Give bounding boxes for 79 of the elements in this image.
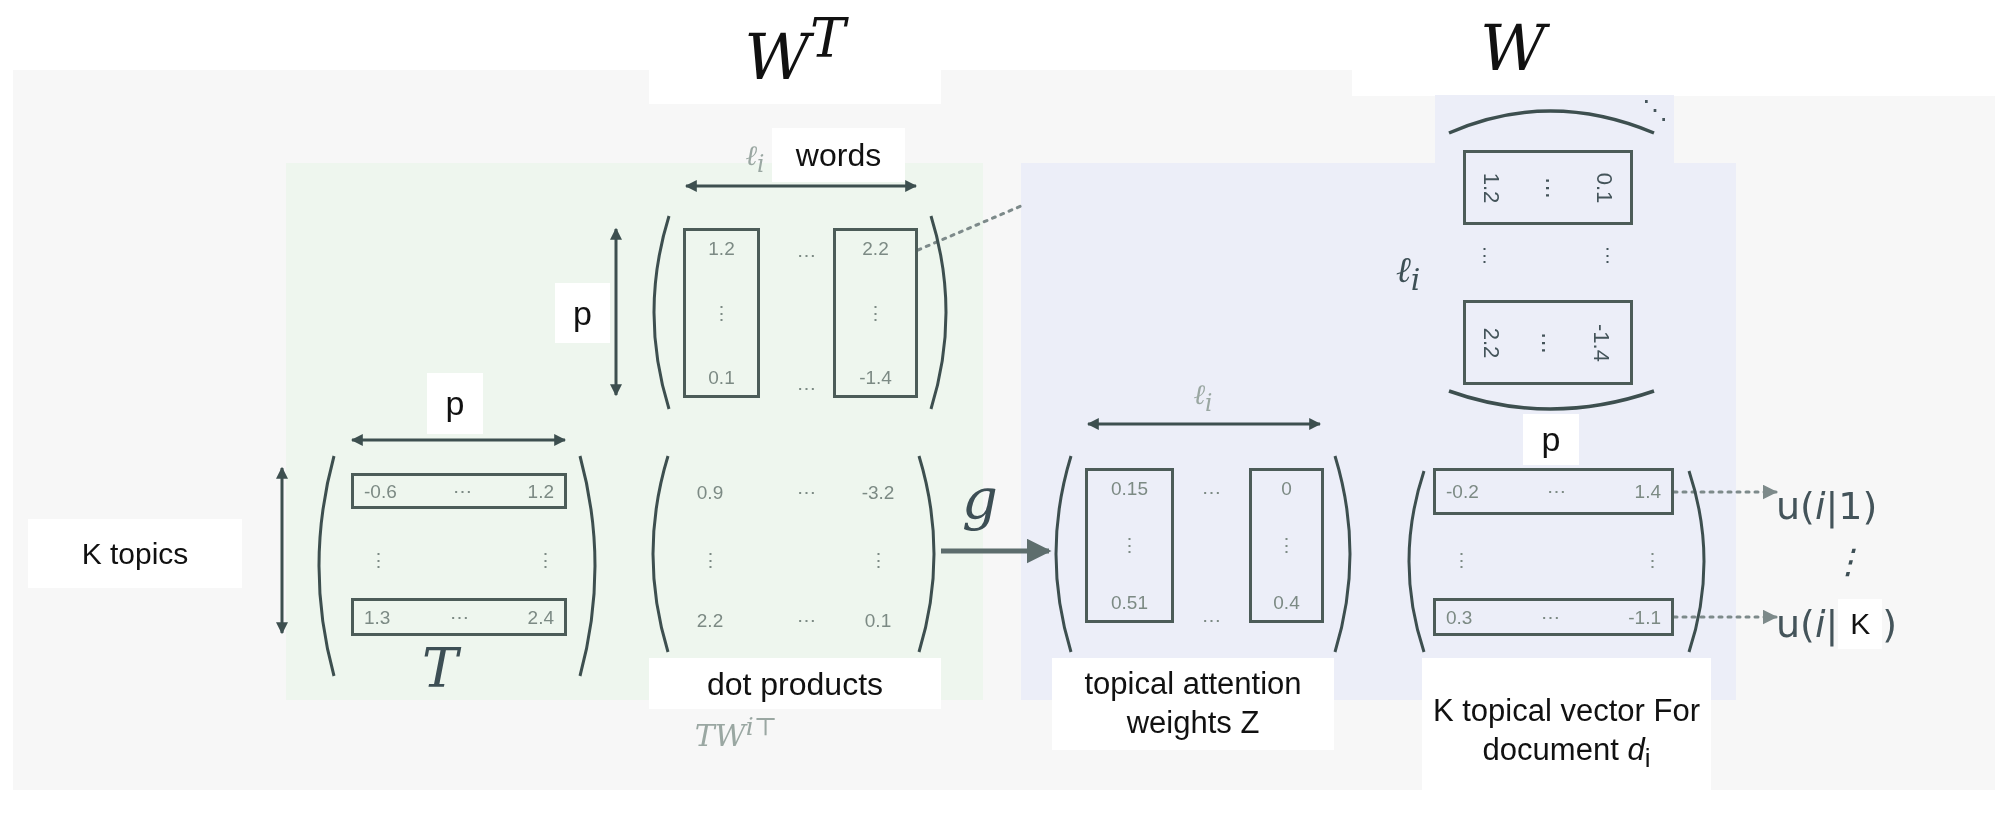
matrix-entry: ⋯ (796, 610, 816, 630)
text-label: dot products (649, 658, 941, 709)
math-label: ⋮ (1833, 539, 1863, 583)
vector-box (351, 473, 567, 509)
matrix-entry: ⋯ (1201, 610, 1221, 630)
math-label: u(i|1) (1776, 478, 1951, 534)
edge-label: g (961, 468, 999, 532)
matrix-entry: ⋮ (535, 550, 555, 570)
matrix-entry: ⋮ (700, 550, 720, 570)
vector-entry: ⋯ (1537, 176, 1559, 199)
matrix-entry: ⋮ (1451, 550, 1471, 570)
text-label: words (772, 128, 905, 182)
matrix-entry: ⋱ (1642, 97, 1668, 123)
matrix-entry: ⋯ (1201, 482, 1221, 502)
vector-entry: ⋯ (449, 607, 469, 627)
vector-entry: 0.15 (1111, 479, 1148, 498)
vector-entry: ⋮ (866, 303, 885, 323)
vector-box (1463, 150, 1633, 225)
vector-entry: 1.2 (527, 481, 554, 501)
vector-entry: 0.51 (1111, 593, 1148, 612)
vector-entry: ⋮ (1120, 536, 1139, 555)
math-label: ℓ$_{i}$ (744, 138, 766, 178)
arrow (941, 538, 1052, 564)
vector-entry: 0.1 (1593, 172, 1616, 203)
vector-entry: ⋯ (1533, 331, 1556, 354)
text-label: p (1523, 414, 1579, 465)
vector-entry: 2.2 (1480, 327, 1503, 358)
text-label: p (427, 373, 483, 434)
math-label: ℓ$_{i}$ (1394, 248, 1422, 298)
vector-entry: 0.4 (1273, 593, 1300, 612)
vector-entry: -0.6 (364, 481, 397, 501)
math-label: ℓ$_{i}$ (1192, 376, 1214, 418)
vector-entry: 0.1 (708, 368, 735, 387)
math-text: ) (1882, 605, 1898, 643)
text-label: K topics (28, 519, 242, 588)
matrix-entry: ⋮ (368, 550, 388, 570)
vector-entry: -0.2 (1446, 482, 1479, 501)
vector-box (351, 598, 567, 636)
vector-box (1085, 468, 1174, 623)
variable-label: K (1838, 599, 1883, 649)
vector-entry: 1.3 (364, 607, 391, 627)
matrix-entry: ⋮ (868, 550, 888, 570)
vector-entry: 1.2 (1480, 172, 1503, 203)
matrix-entry: 0.1 (864, 610, 892, 630)
math-label: T (412, 636, 468, 702)
vector-box (1249, 468, 1324, 623)
text-label: p (555, 283, 610, 343)
vector-entry: 2.2 (862, 239, 889, 258)
matrix-entry: ⋮ (1642, 550, 1662, 570)
matrix-entry: ⋯ (796, 482, 816, 502)
vector-box (1433, 598, 1674, 636)
vector-entry: -1.1 (1628, 607, 1661, 627)
matrix-entry: ⋮ (1597, 245, 1617, 265)
vector-entry: -1.4 (1590, 323, 1612, 362)
math-label: TW$^{i⊤}$ (693, 711, 779, 756)
vector-box (683, 228, 760, 398)
vector-entry: ⋮ (712, 303, 731, 323)
vector-box (833, 228, 918, 398)
matrix-entry: -3.2 (861, 482, 895, 502)
vector-entry: 1.4 (1634, 482, 1661, 501)
vector-entry: ⋯ (1540, 607, 1560, 627)
vector-entry: ⋯ (1547, 482, 1567, 501)
dotted-arrow (1672, 484, 1778, 500)
vector-box (1463, 300, 1633, 385)
vector-entry: 0.3 (1446, 607, 1473, 627)
matrix-entry: 0.9 (696, 482, 724, 502)
matrix-entry: 2.2 (696, 610, 724, 630)
vector-entry: 1.2 (708, 239, 735, 258)
dotted-arrow (1672, 609, 1778, 625)
text-label: topical attention weights Z (1052, 658, 1334, 750)
vector-box (1433, 468, 1674, 515)
vector-entry: 0 (1281, 479, 1292, 498)
vector-entry: ⋮ (1277, 536, 1296, 555)
matrix-entry: ⋯ (796, 378, 816, 398)
matrix-entry: ⋮ (1474, 245, 1494, 265)
vector-entry: -1.4 (859, 368, 892, 387)
vector-entry: 2.4 (527, 607, 554, 627)
matrix-entry: ⋯ (796, 245, 816, 265)
vector-entry: ⋯ (452, 481, 472, 501)
